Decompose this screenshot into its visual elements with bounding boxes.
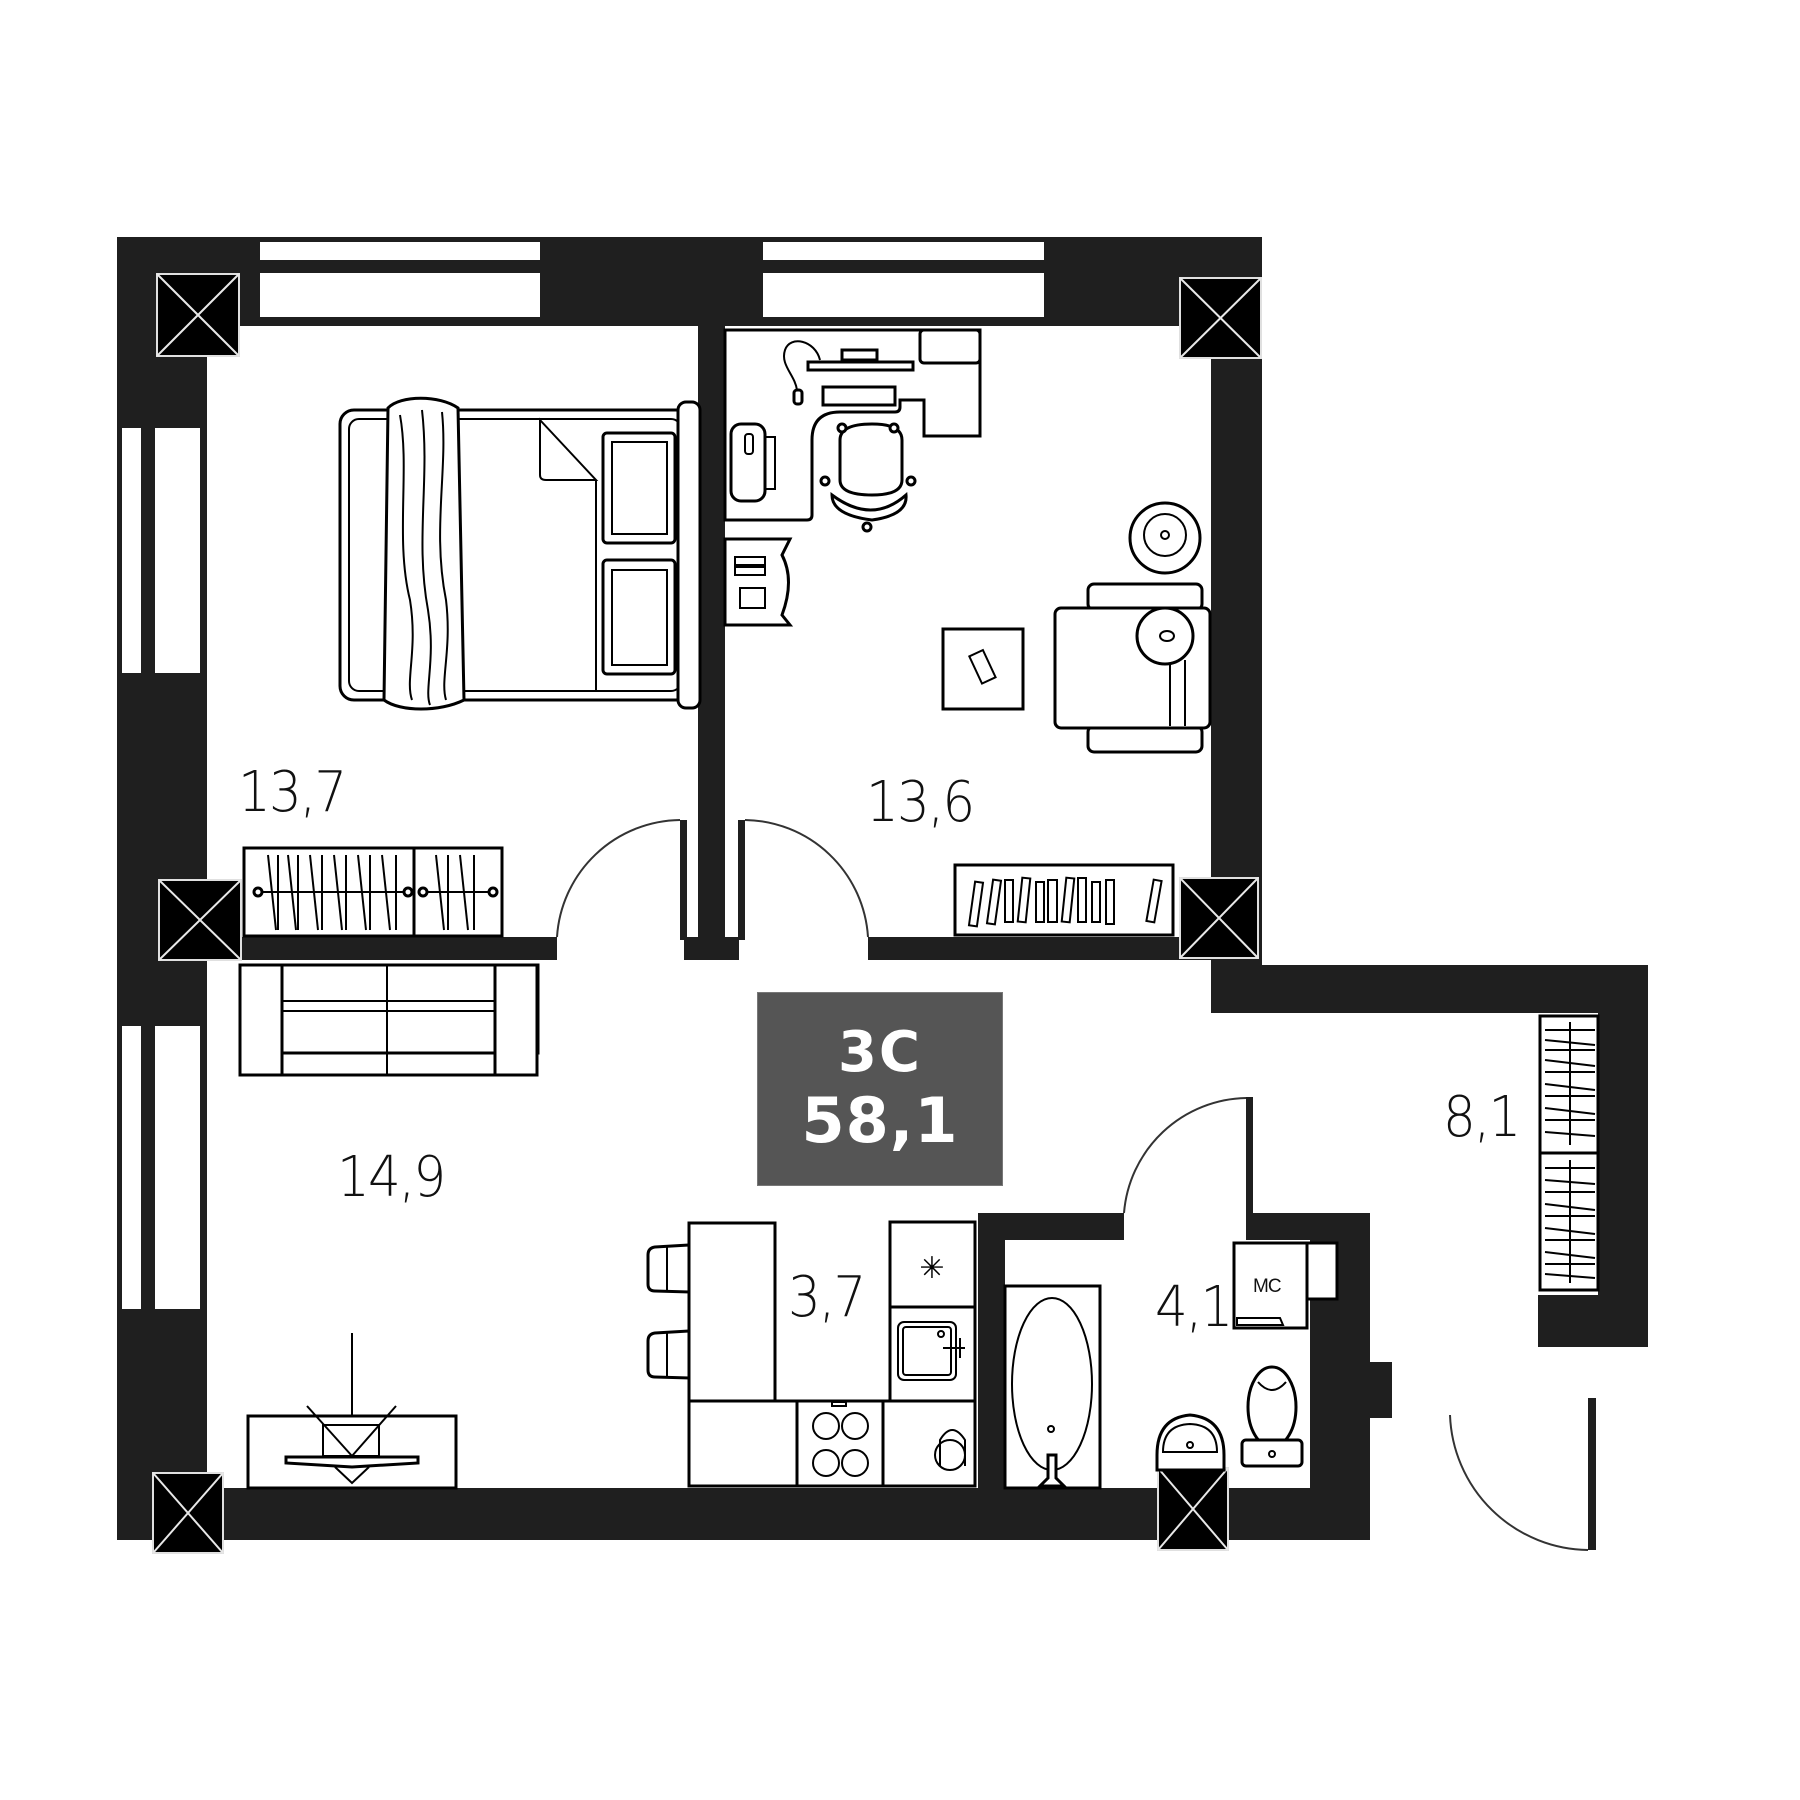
plant-icon <box>1128 501 1202 575</box>
sofa-icon <box>238 963 540 1077</box>
column-icon <box>152 1472 224 1554</box>
bookshelf-icon <box>953 863 1175 937</box>
nightstand-icon <box>723 537 794 627</box>
apartment-summary-badge: 3С 58,1 <box>757 992 1003 1186</box>
chair-icon <box>729 422 776 503</box>
column-icon <box>158 879 242 961</box>
kitchen-counter: ✳ <box>687 1220 977 1488</box>
washbasin-icon <box>1155 1413 1226 1472</box>
desk-icon <box>723 328 982 522</box>
room-area-kitchen: 3,7 <box>788 1265 866 1330</box>
washing-machine-icon <box>1232 1241 1339 1330</box>
double-bed-icon <box>338 396 702 711</box>
room-area-living-room: 14,9 <box>337 1145 446 1210</box>
room-area-hallway: 8,1 <box>1443 1085 1521 1150</box>
column-icon <box>1179 277 1262 359</box>
wardrobe-icon <box>242 846 504 938</box>
bathtub-icon <box>1003 1284 1102 1490</box>
column-icon <box>156 273 240 357</box>
apartment-type: 3С <box>837 1020 923 1085</box>
toilet-icon <box>1240 1365 1304 1468</box>
room-area-bedroom-1: 13,7 <box>238 760 347 825</box>
office-chair-icon <box>819 422 917 533</box>
dining-table-icon <box>646 1221 777 1403</box>
armchair-icon <box>1053 582 1212 754</box>
room-area-bedroom-2: 13,6 <box>866 770 975 835</box>
room-area-bathroom: 4,1 <box>1155 1275 1233 1340</box>
side-table-icon <box>941 627 1025 711</box>
column-icon <box>1157 1467 1229 1551</box>
washing-machine-label: МС <box>1253 1276 1282 1297</box>
door-swings <box>556 819 1589 1551</box>
total-area: 58,1 <box>801 1084 959 1157</box>
snowflake-icon: ✳ <box>919 1251 944 1286</box>
tv-unit-icon <box>246 1333 458 1490</box>
columns <box>152 273 1262 1554</box>
windows <box>122 242 1044 1309</box>
column-icon <box>1179 877 1259 959</box>
hallway-wardrobe-icon <box>1538 1014 1600 1292</box>
